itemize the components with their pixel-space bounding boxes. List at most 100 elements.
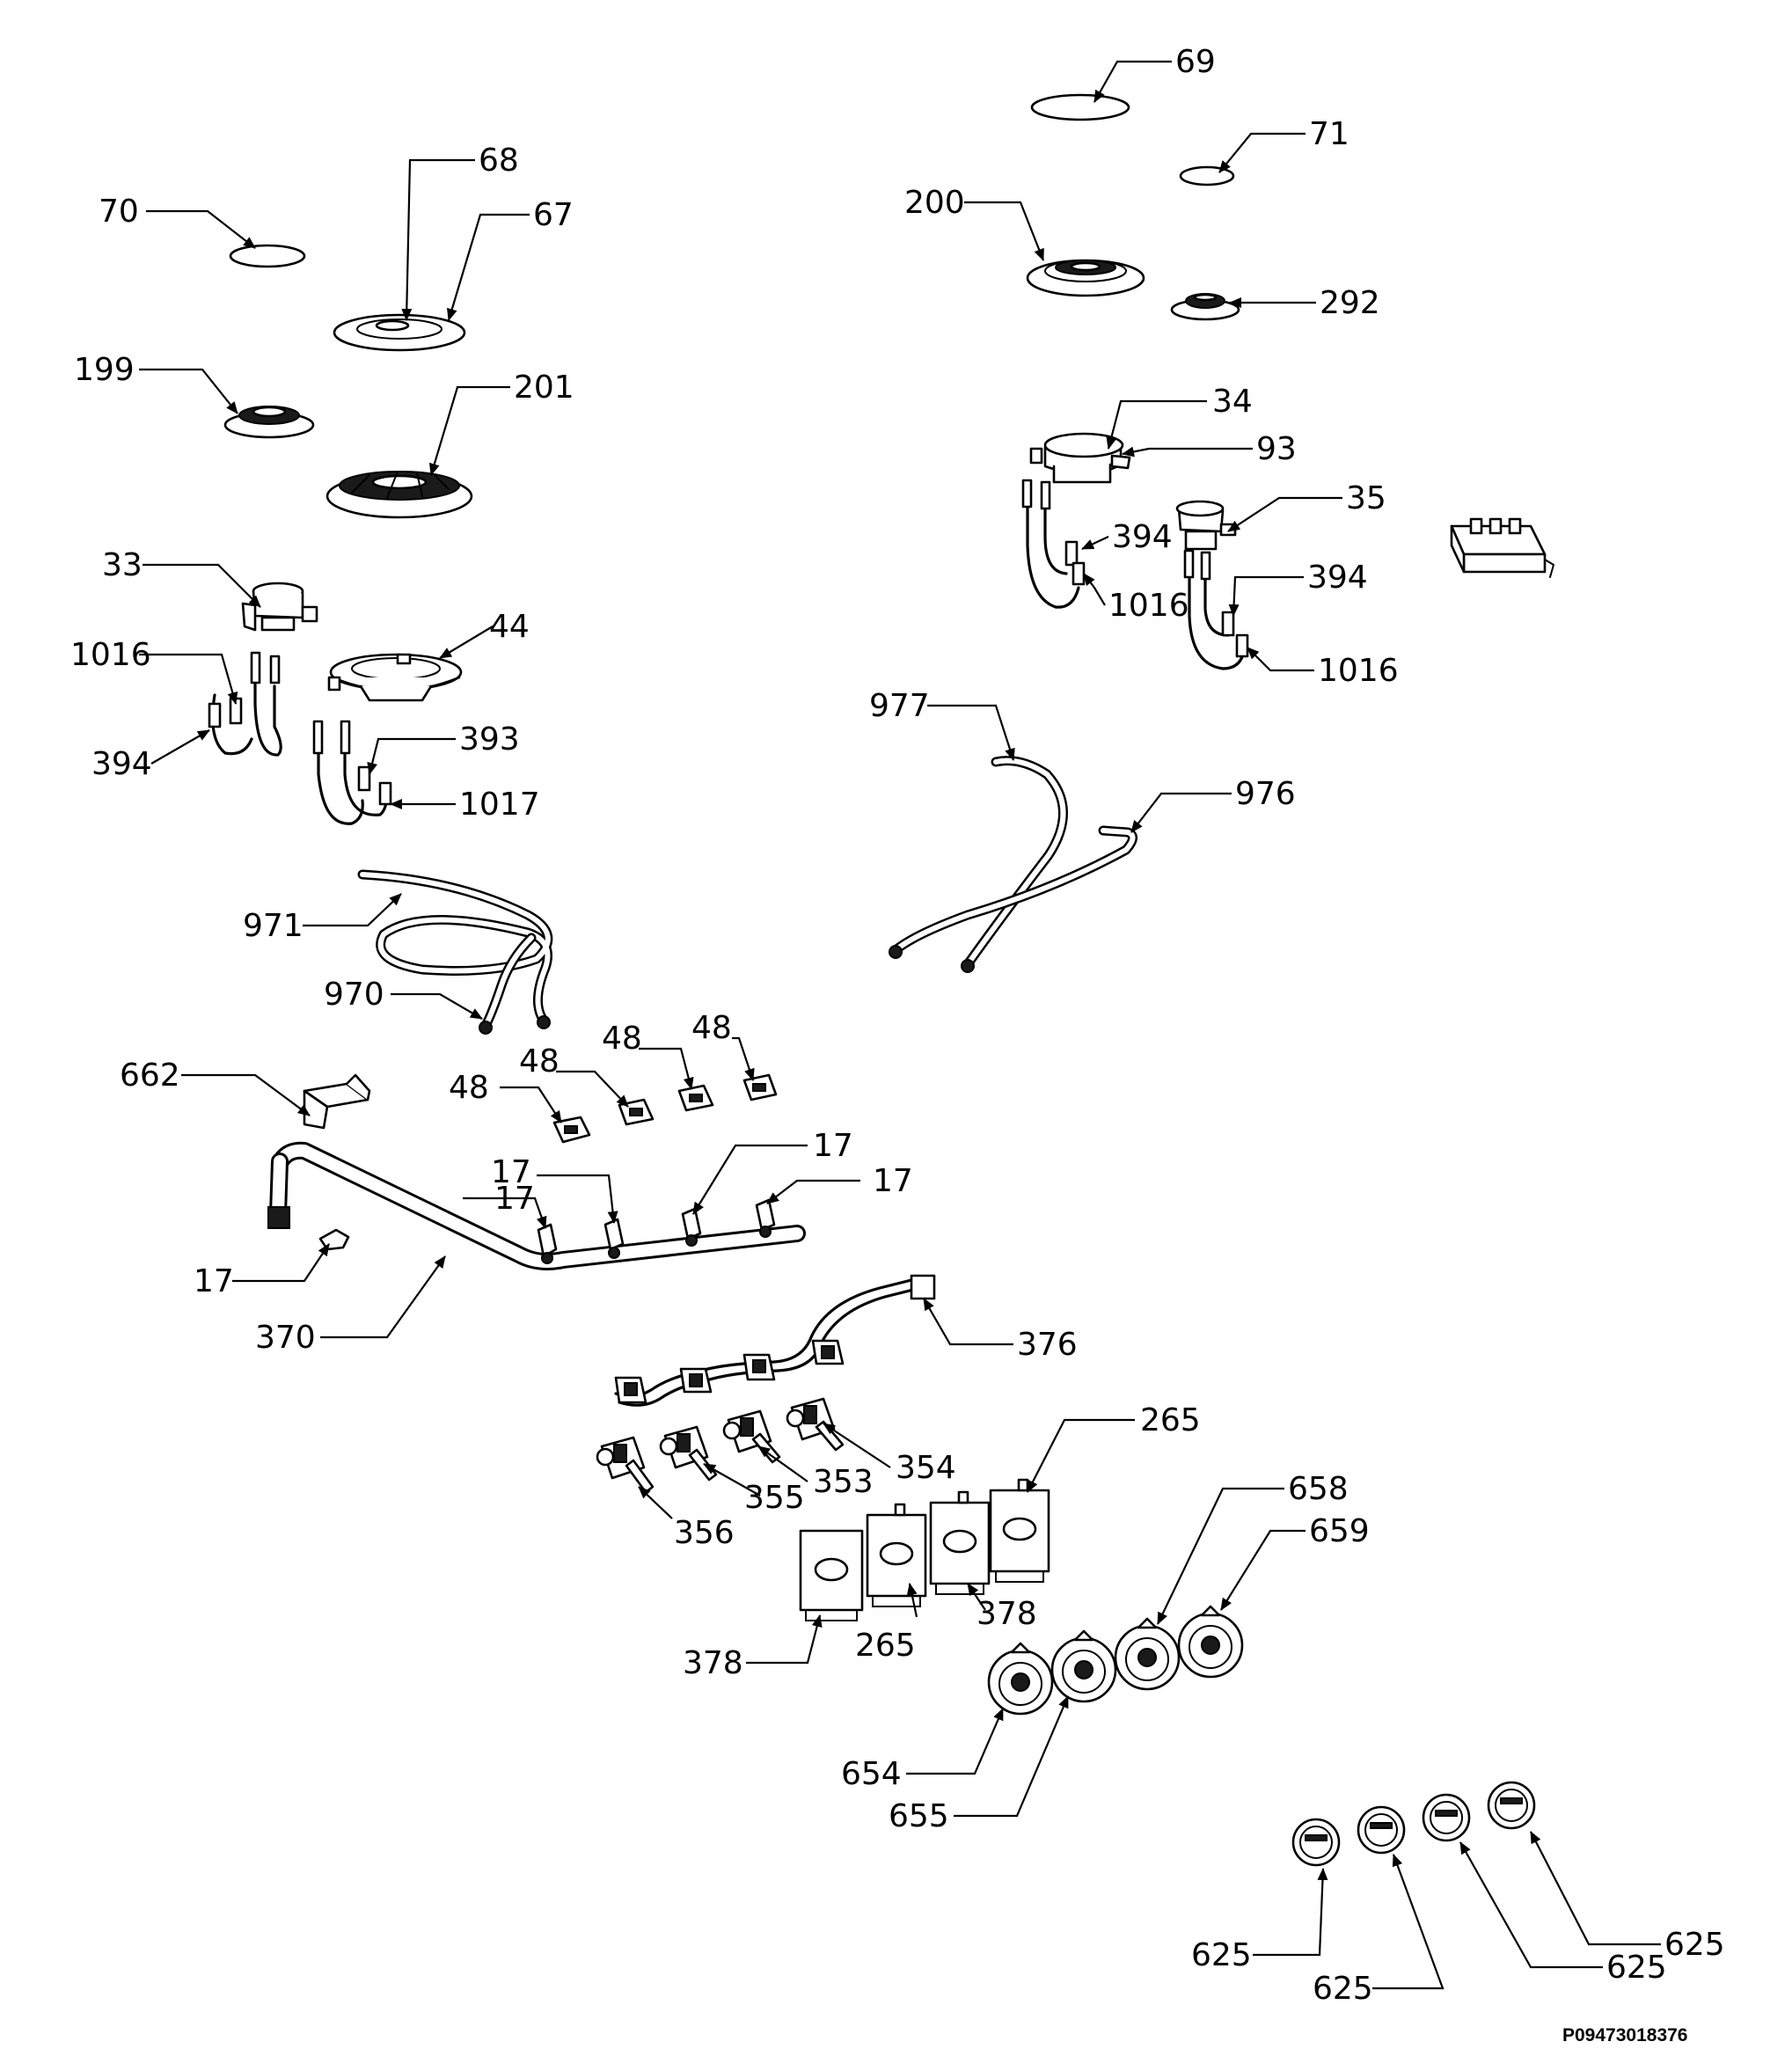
label-354: 354 [896,1450,956,1486]
part-376-ignition-harness [614,1274,936,1407]
part-625-control-knob-d [1487,1781,1536,1830]
part-378-switch-a [799,1529,864,1621]
part-93-ignition-generator [1450,517,1555,578]
part-659-knob-bezel [1177,1605,1244,1679]
part-34-burner-base [1029,432,1131,484]
label-35: 35 [1346,480,1386,516]
label-71: 71 [1309,116,1349,152]
part-625-control-knob-c [1422,1793,1471,1842]
label-292: 292 [1320,285,1380,321]
label-1016-right-b: 1016 [1318,653,1399,689]
label-394-right-b: 394 [1307,560,1368,596]
part-48-clip-c [677,1084,714,1112]
part-number-labels: 69 71 200 292 34 93 35 394 1016 394 1016… [70,44,1725,2045]
label-70: 70 [99,194,139,230]
label-93: 93 [1256,431,1297,467]
label-654: 654 [841,1756,902,1792]
label-655: 655 [889,1798,949,1834]
part-68-burner-cap-ring [333,313,466,352]
part-48-clip-d [742,1073,778,1101]
label-1016-left: 1016 [70,637,151,673]
part-265-switch-b [989,1478,1050,1583]
label-265-a: 265 [1140,1402,1201,1438]
label-17-d: 17 [873,1163,913,1199]
part-44-burner-base-wok [327,653,463,702]
part-378-switch-b [929,1490,991,1595]
part-625-control-knob-a [1291,1818,1341,1867]
label-356: 356 [674,1515,735,1551]
label-355: 355 [744,1480,805,1516]
part-976-gas-pipe [889,825,1137,959]
label-625-c: 625 [1606,1950,1667,1986]
drawing-code: P09473018376 [1562,2025,1687,2045]
part-199-burner-crown-medium [223,406,315,439]
part-654-knob-bezel [987,1642,1054,1716]
label-977: 977 [869,688,930,724]
label-658: 658 [1288,1471,1349,1507]
part-33-burner-base [241,582,318,632]
part-355-gas-valve [659,1425,718,1482]
label-662: 662 [120,1057,180,1094]
part-971-gas-pipe [357,869,553,1029]
label-200: 200 [904,185,965,221]
label-659: 659 [1309,1513,1370,1549]
part-70-burner-cap-medium [229,244,306,268]
label-378-a: 378 [976,1596,1037,1632]
label-48-d: 48 [691,1010,732,1046]
part-354-gas-valve [786,1397,845,1452]
label-44: 44 [489,609,530,645]
label-48-a: 48 [449,1070,489,1106]
part-356-gas-valve [596,1436,655,1494]
label-976: 976 [1235,776,1296,812]
label-1016-right-a: 1016 [1108,588,1189,624]
label-393: 393 [459,721,520,757]
part-658-knob-bezel [1114,1617,1181,1691]
part-200-burner-crown-large [1026,259,1145,297]
label-17-a: 17 [494,1181,535,1217]
label-33: 33 [102,547,143,583]
part-370-gas-ramp [267,1141,806,1270]
part-69-burner-cap-large [1030,93,1130,121]
label-69: 69 [1175,44,1216,80]
part-625-control-knob-b [1357,1805,1406,1855]
part-292-burner-crown-small [1170,293,1240,321]
label-625-d: 625 [1664,1927,1725,1963]
part-17-nozzle-clamps [537,1198,776,1264]
label-17-e: 17 [194,1263,234,1299]
label-1017: 1017 [459,787,540,823]
label-48-c: 48 [602,1021,642,1057]
part-977-gas-pipe [961,756,1068,973]
leader-lines [139,60,1661,1990]
part-662-bracket [303,1073,371,1130]
label-394-left: 394 [91,746,152,782]
part-35-burner-base-small [1175,500,1237,551]
part-394-thermocouple-left [208,651,282,757]
label-265-b: 265 [855,1628,916,1664]
label-376: 376 [1017,1327,1078,1363]
label-199: 199 [74,352,135,388]
part-71-burner-cap-small [1179,165,1235,187]
part-201-burner-crown-wok [325,471,473,519]
label-68: 68 [479,143,519,179]
label-625-a: 625 [1191,1937,1252,1973]
part-655-knob-bezel [1050,1629,1117,1703]
part-393-thermocouple-wok [312,720,392,825]
label-67: 67 [533,197,574,233]
part-394-thermocouple-right-a [1021,479,1086,609]
part-394-thermocouple-right-b [1183,549,1249,670]
label-201: 201 [514,370,574,406]
label-378-b: 378 [683,1645,743,1681]
part-970-gas-pipe [479,933,537,1035]
label-48-b: 48 [519,1043,560,1079]
label-370: 370 [255,1320,316,1356]
part-48-clip-a [552,1116,591,1144]
label-625-b: 625 [1313,1971,1373,2007]
label-394-right-a: 394 [1112,519,1173,555]
part-265-switch-a [866,1503,927,1607]
label-971: 971 [243,908,304,944]
label-17-c: 17 [813,1128,853,1164]
label-17-b: 17 [491,1154,531,1190]
part-353-gas-valve [722,1409,781,1464]
label-34: 34 [1212,384,1253,420]
